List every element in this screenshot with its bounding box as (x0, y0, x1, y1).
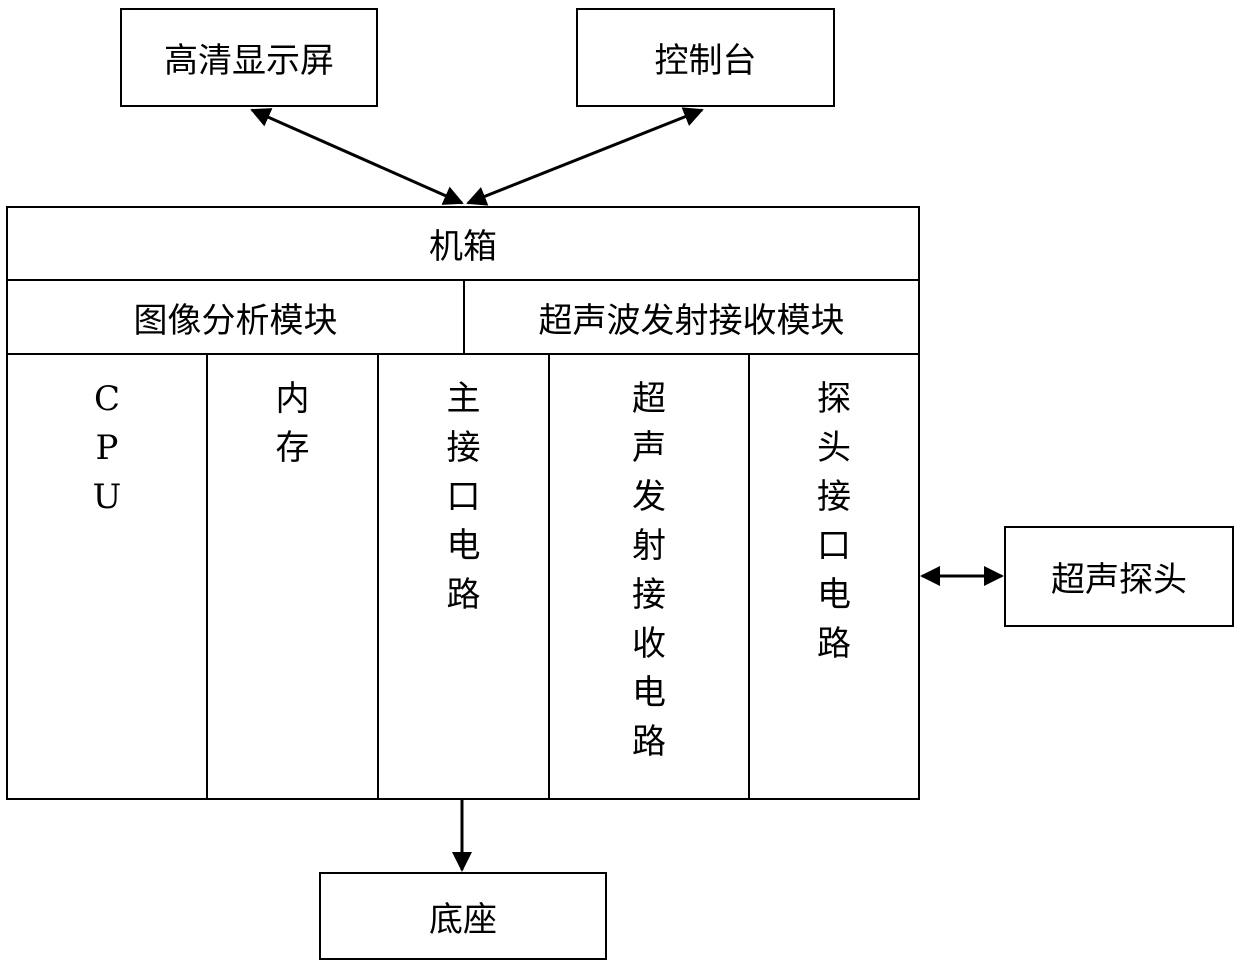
display-chassis-arrow (252, 110, 462, 203)
console-chassis-arrow (468, 110, 702, 203)
